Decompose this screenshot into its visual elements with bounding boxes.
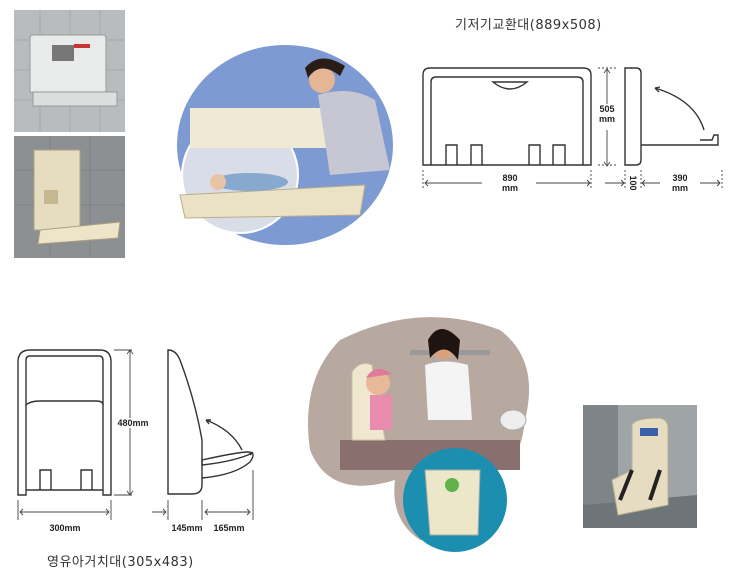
open-depth-value: 390 [672,173,688,183]
height-value: 505 [599,104,615,114]
changing-table-closed-depth-label: 100 [628,175,638,191]
photo-changing-table-closed [14,10,125,132]
photo-mother-changing-baby [177,45,393,245]
changing-table-title: 기저기교환대(889x508) [455,18,602,33]
width-value: 890 [502,173,518,183]
changing-table-height-label: 505 mm [594,104,620,124]
baby-seat-dimension-lines [17,349,254,520]
baby-seat-width-label: 300mm [49,523,81,533]
photo-baby-seat-stall [583,405,697,528]
baby-seat-height-label: 480mm [113,418,153,428]
photo-changing-table-beige [14,136,125,258]
baby-seat-side-drawing [167,349,254,495]
open-depth-unit: mm [671,183,688,193]
changing-table-dimension-lines [422,67,723,190]
baby-seat-open-depth-label: 165mm [213,523,245,533]
baby-seat-front-drawing [17,349,112,496]
photo-baby-in-seat [308,317,530,552]
width-unit: mm [501,183,518,193]
changing-table-width-label: 890 mm [488,173,532,193]
baby-seat-title: 영유아거치대(305x483) [47,555,194,570]
changing-table-front-drawing [422,67,719,166]
height-unit: mm [598,114,615,124]
changing-table-open-depth-label: 390 mm [662,173,698,193]
baby-seat-closed-depth-label: 145mm [171,523,203,533]
